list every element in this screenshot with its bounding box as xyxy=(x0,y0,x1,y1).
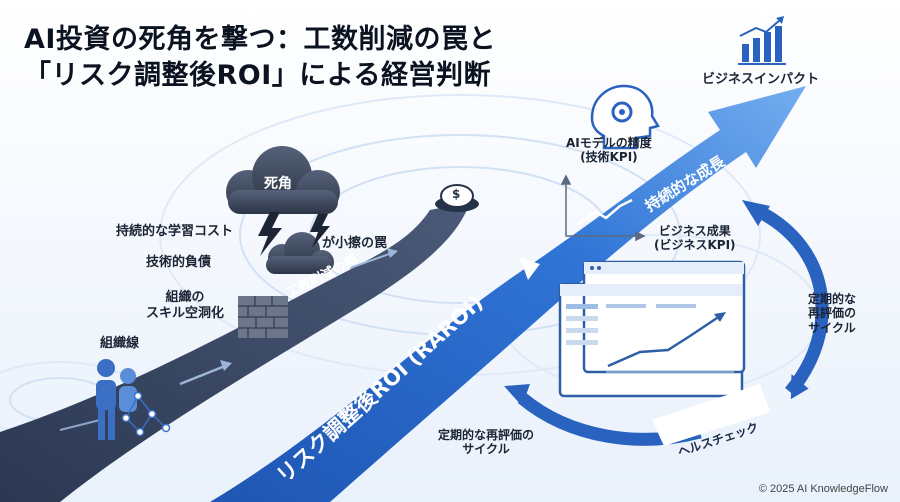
dark-road xyxy=(0,202,470,502)
tech-debt-label: 技術的負債 xyxy=(146,255,212,270)
business-results-label: ビジネス成果 (ビジネスKPI) xyxy=(654,224,736,253)
coin-symbol: $ xyxy=(452,187,461,201)
network-icon xyxy=(121,391,171,437)
ai-model-precision-label: AIモデルの精度 (技術KPI) xyxy=(566,136,652,165)
copyright: © 2025 AI KnowledgeFlow xyxy=(758,482,888,495)
bar-chart-icon xyxy=(738,16,786,65)
dashboard-icon xyxy=(558,260,746,398)
health-check-band xyxy=(652,384,770,446)
storm-cloud xyxy=(226,146,340,214)
gear-head-icon xyxy=(590,84,660,150)
page-title-line2: 「リスク調整後ROI」による経営判断 xyxy=(24,60,491,91)
raroi-arrow xyxy=(210,86,806,502)
cloud-label: 死角 xyxy=(264,176,292,192)
road-arrow xyxy=(179,364,226,386)
org-line-label: 組織線 xyxy=(100,336,140,351)
lightning-icon xyxy=(258,212,330,256)
brick-wall-icon xyxy=(238,296,288,338)
page-title-line1: AI投資の死角を撃つ：工数削減の罠と xyxy=(24,24,496,55)
periodic-reeval-right-label: 定期的な 再評価の サイクル xyxy=(808,292,857,335)
dollar-coin-icon xyxy=(435,184,479,212)
arrow-chevron xyxy=(520,258,540,280)
trap-small-label: が小擦の罠 xyxy=(322,236,388,251)
business-impact-label: ビジネスインパクト xyxy=(702,72,820,87)
small-cloud xyxy=(266,232,334,274)
periodic-reeval-bottom-label: 定期的な再評価の サイクル xyxy=(438,428,535,457)
learning-cost-label: 持続的な学習コスト xyxy=(116,224,234,239)
kpi-axes xyxy=(560,174,646,242)
skill-hollow-label: 組織の スキル空洞化 xyxy=(146,290,225,321)
